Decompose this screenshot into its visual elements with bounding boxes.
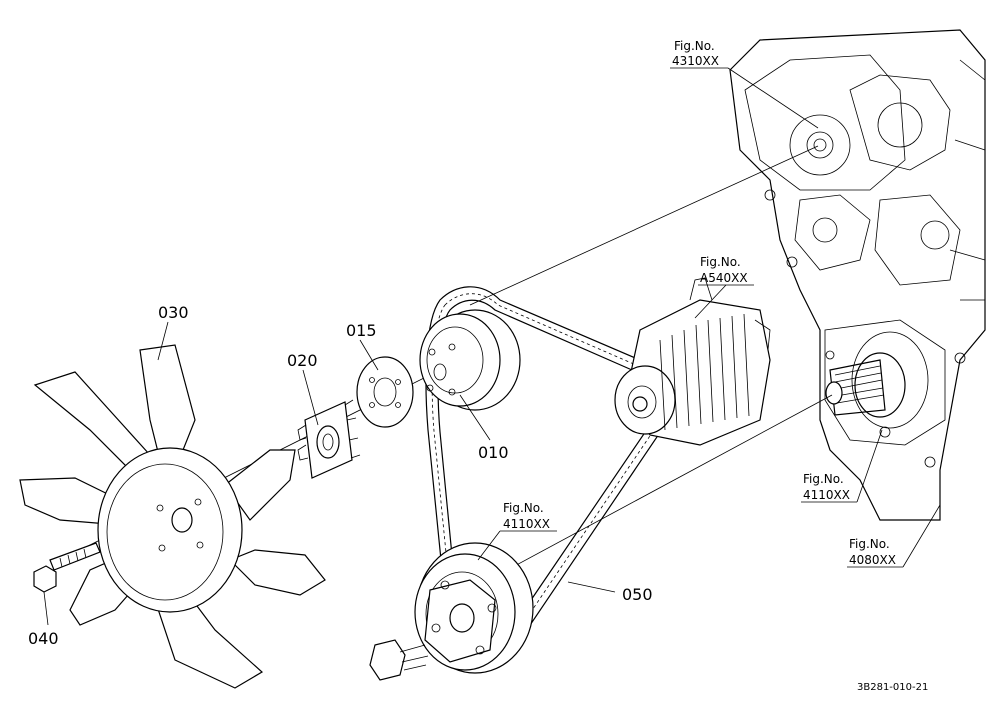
callout-040: 040: [28, 629, 59, 648]
callout-050: 050: [622, 585, 653, 604]
callout-030: 030: [158, 303, 189, 322]
pump-pulley-illustration: [419, 309, 521, 411]
cooling-fan-illustration: [19, 344, 326, 689]
fig-ref-label: Fig.No.: [503, 501, 544, 515]
callout-015: 015: [346, 321, 377, 340]
fig-ref-number: 4110XX: [503, 517, 550, 531]
fig-ref-number: 4110XX: [803, 488, 850, 502]
engine-block-illustration: [729, 29, 986, 521]
callout-010: 010: [478, 443, 509, 462]
callout-020: 020: [287, 351, 318, 370]
fig-ref-number: 4310XX: [672, 54, 719, 68]
fig-ref-label: Fig.No.: [849, 537, 890, 551]
alternator-illustration: [614, 277, 771, 446]
fig-ref-label: Fig.No.: [700, 255, 741, 269]
fig-ref-number: 4080XX: [849, 553, 896, 567]
fan-bolt-illustration: [33, 542, 101, 593]
fan-hub-illustration: [297, 399, 361, 479]
fig-ref-label: Fig.No.: [803, 472, 844, 486]
spacer-illustration: [356, 356, 414, 428]
crank-pulley-illustration: [369, 542, 534, 681]
fig-ref-label: Fig.No.: [674, 39, 715, 53]
callout-leaders: [43, 321, 616, 626]
fig-ref-number: A540XX: [700, 271, 748, 285]
drawing-code: 3B281-010-21: [857, 682, 928, 693]
fig-ref-leaders: [477, 67, 941, 568]
